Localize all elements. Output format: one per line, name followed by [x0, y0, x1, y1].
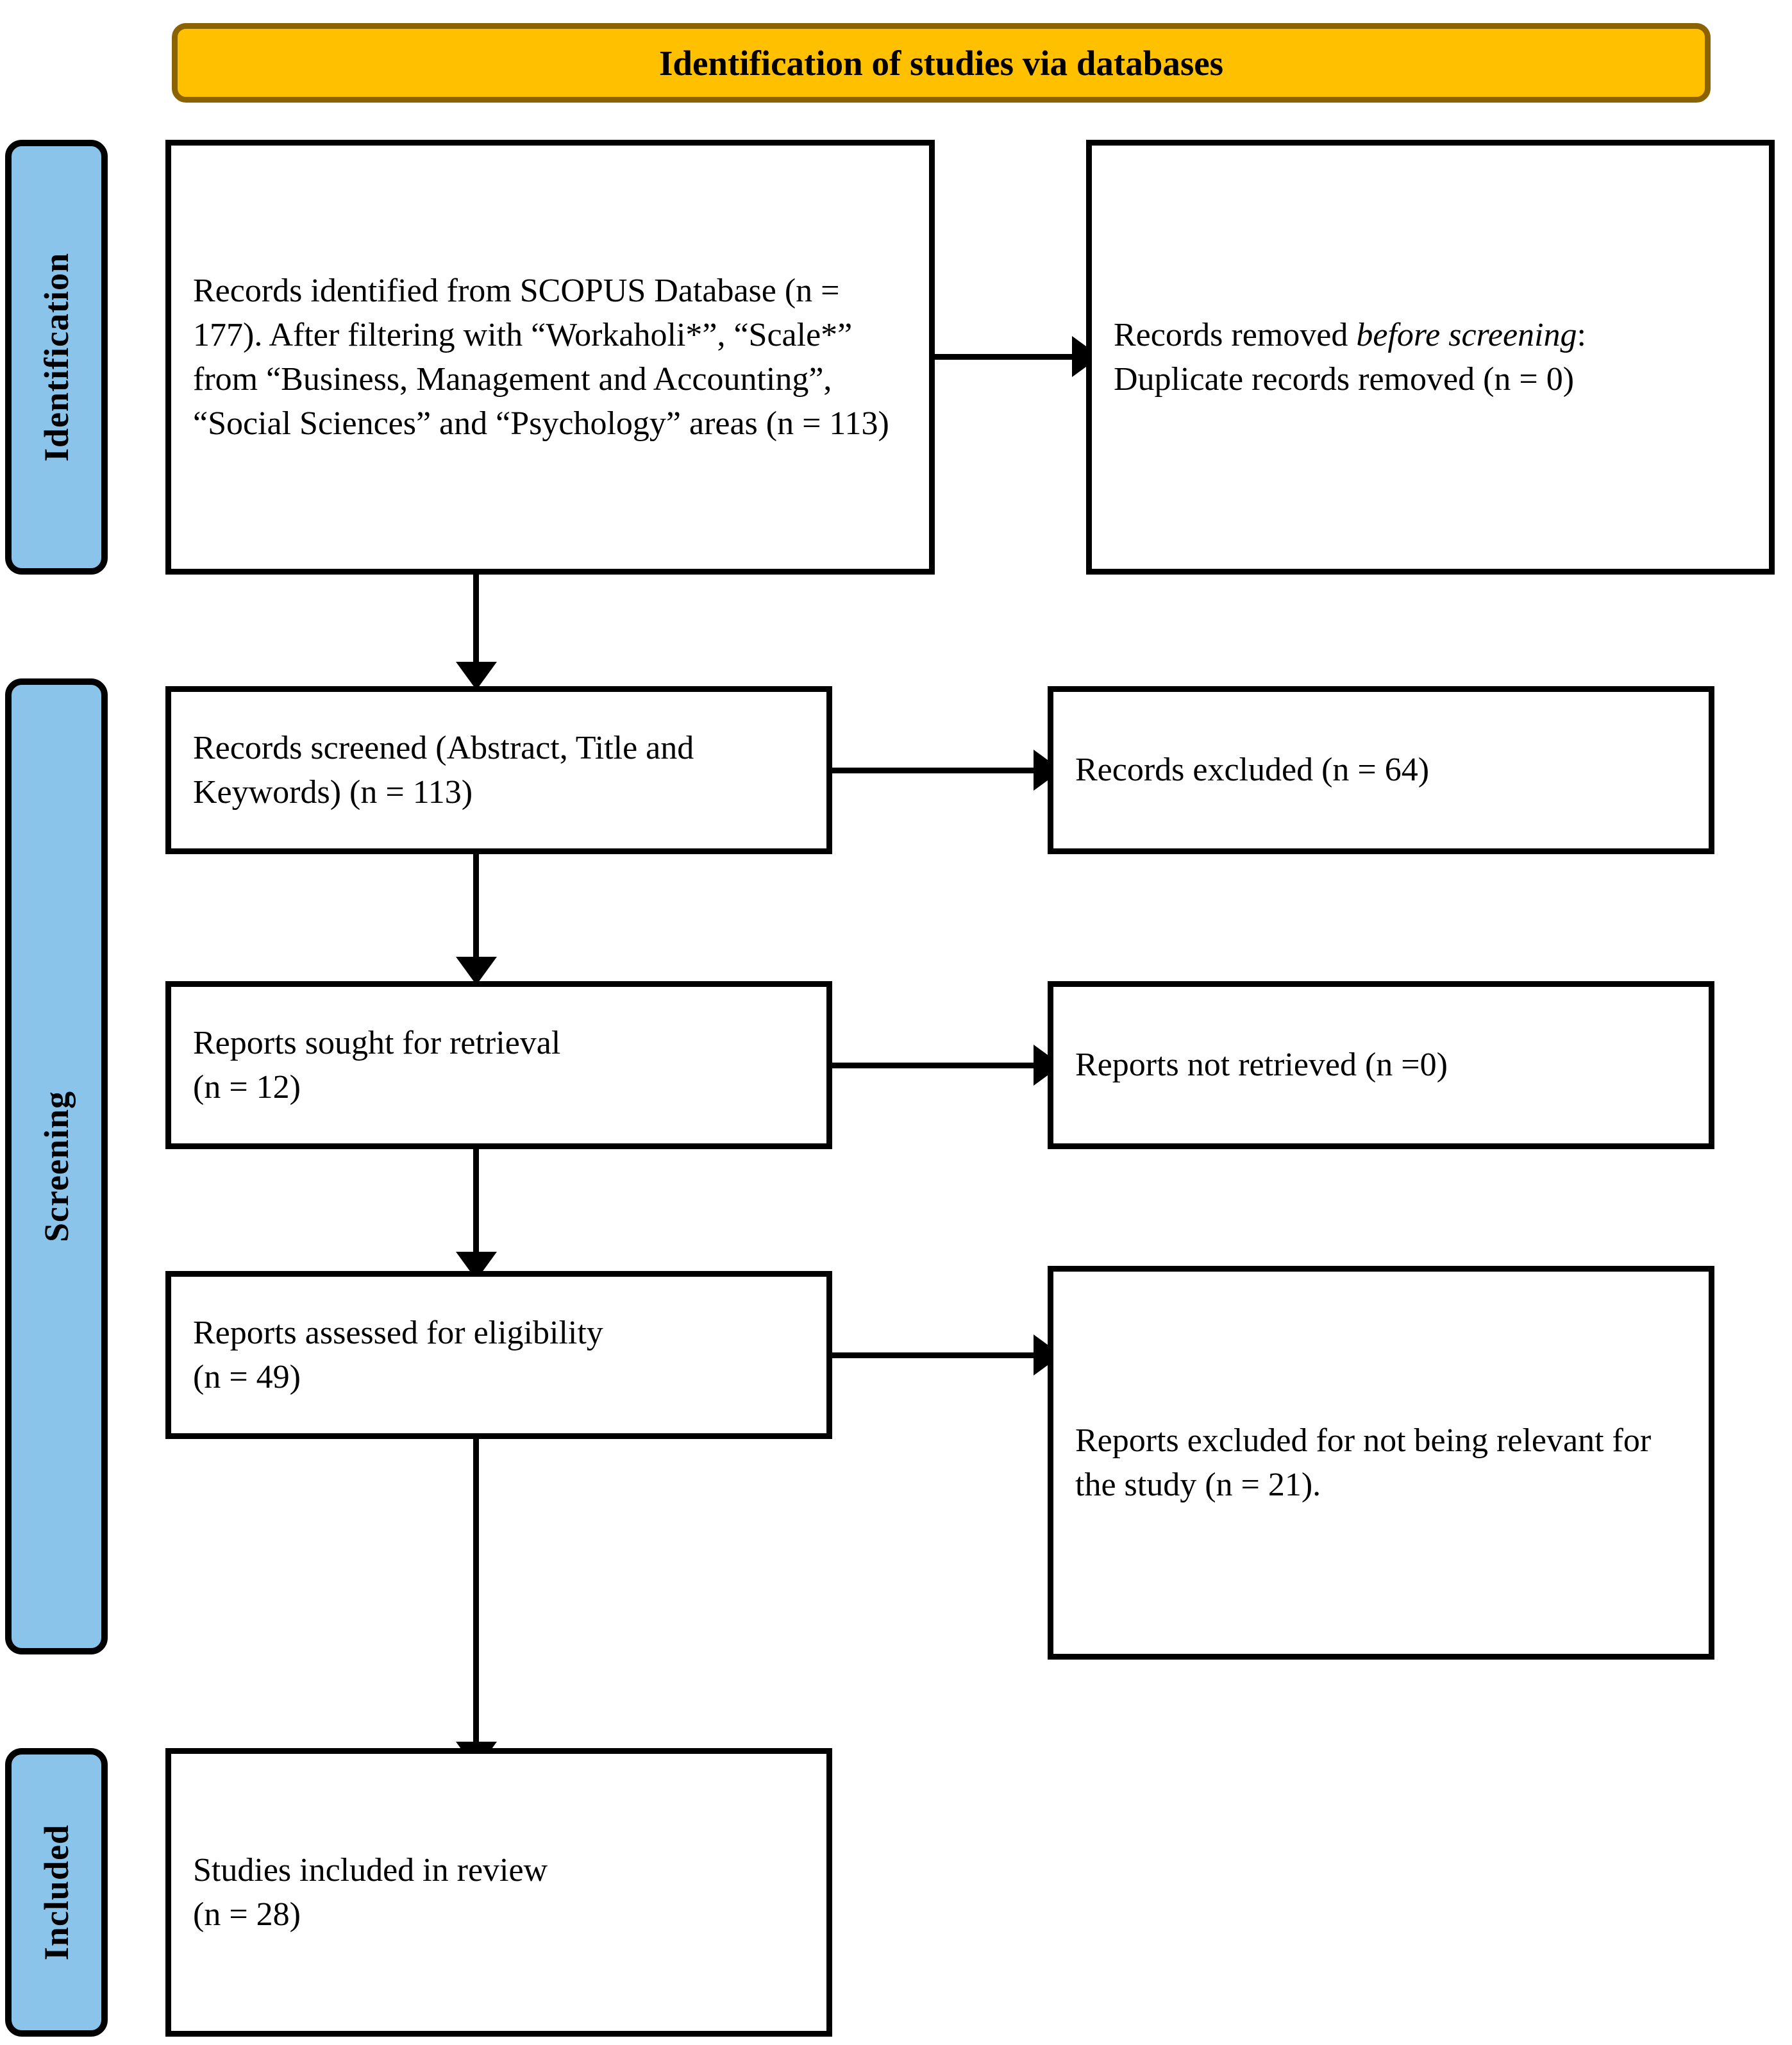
header-banner: Identification of studies via databases — [172, 23, 1711, 103]
reports-sought-line1: Reports sought for retrieval — [193, 1024, 561, 1061]
stage-rail-included: Included — [5, 1748, 108, 2037]
box-records-excluded-text: Records excluded (n = 64) — [1075, 752, 1430, 789]
stage-label-identification: Identification — [37, 252, 76, 462]
arrowhead-identified-to-screened — [456, 662, 497, 690]
stage-label-included: Included — [37, 1824, 76, 1961]
box-reports-assessed-text: Reports assessed for eligibility (n = 49) — [171, 1311, 826, 1399]
records-removed-line1-prefix: Records removed — [1114, 316, 1357, 353]
stage-label-screening: Screening — [37, 1091, 76, 1242]
stage-rail-screening: Screening — [5, 678, 108, 1654]
box-records-removed: Records removed before screening:Duplica… — [1086, 140, 1775, 575]
header-banner-title: Identification of studies via databases — [658, 43, 1224, 83]
connector-sought-to-not-retrieved — [832, 1063, 1039, 1068]
box-studies-included-text: Studies included in review (n = 28) — [171, 1848, 826, 1937]
box-reports-excluded: Reports excluded for not being relevant … — [1048, 1266, 1714, 1660]
connector-sought-to-assessed — [473, 1149, 479, 1257]
connector-screened-to-sought — [473, 854, 479, 962]
connector-screened-to-excluded — [832, 768, 1039, 773]
studies-included-line2: (n = 28) — [193, 1896, 301, 1933]
reports-sought-line2: (n = 12) — [193, 1069, 301, 1106]
box-reports-not-retrieved: Reports not retrieved (n =0) — [1048, 981, 1714, 1149]
box-records-identified-text: Records identified from SCOPUS Database … — [193, 272, 889, 442]
arrowhead-screened-to-sought — [456, 957, 497, 985]
box-records-identified: Records identified from SCOPUS Database … — [165, 140, 935, 575]
records-removed-line2: Duplicate records removed (n = 0) — [1114, 361, 1575, 398]
box-studies-included: Studies included in review (n = 28) — [165, 1748, 832, 2037]
box-reports-not-retrieved-text: Reports not retrieved (n =0) — [1075, 1047, 1448, 1084]
connector-identified-to-screened — [473, 575, 479, 666]
box-records-screened-text: Records screened (Abstract, Title and Ke… — [193, 729, 694, 811]
box-records-removed-text: Records removed before screening:Duplica… — [1092, 313, 1769, 401]
connector-assessed-to-included — [473, 1439, 479, 1747]
connector-identified-to-removed — [935, 354, 1077, 360]
reports-assessed-line1: Reports assessed for eligibility — [193, 1314, 603, 1351]
records-removed-line1-emphasis: before screening — [1356, 316, 1577, 353]
records-removed-line1-suffix: : — [1577, 316, 1586, 353]
box-reports-sought-text: Reports sought for retrieval (n = 12) — [171, 1021, 826, 1109]
box-reports-excluded-text: Reports excluded for not being relevant … — [1075, 1422, 1652, 1503]
connector-assessed-to-reports-excluded — [832, 1352, 1039, 1358]
box-records-excluded: Records excluded (n = 64) — [1048, 686, 1714, 854]
reports-assessed-line2: (n = 49) — [193, 1359, 301, 1395]
studies-included-line1: Studies included in review — [193, 1851, 548, 1889]
box-reports-sought: Reports sought for retrieval (n = 12) — [165, 981, 832, 1149]
box-reports-assessed: Reports assessed for eligibility (n = 49) — [165, 1271, 832, 1439]
box-records-screened: Records screened (Abstract, Title and Ke… — [165, 686, 832, 854]
stage-rail-identification: Identification — [5, 140, 108, 575]
